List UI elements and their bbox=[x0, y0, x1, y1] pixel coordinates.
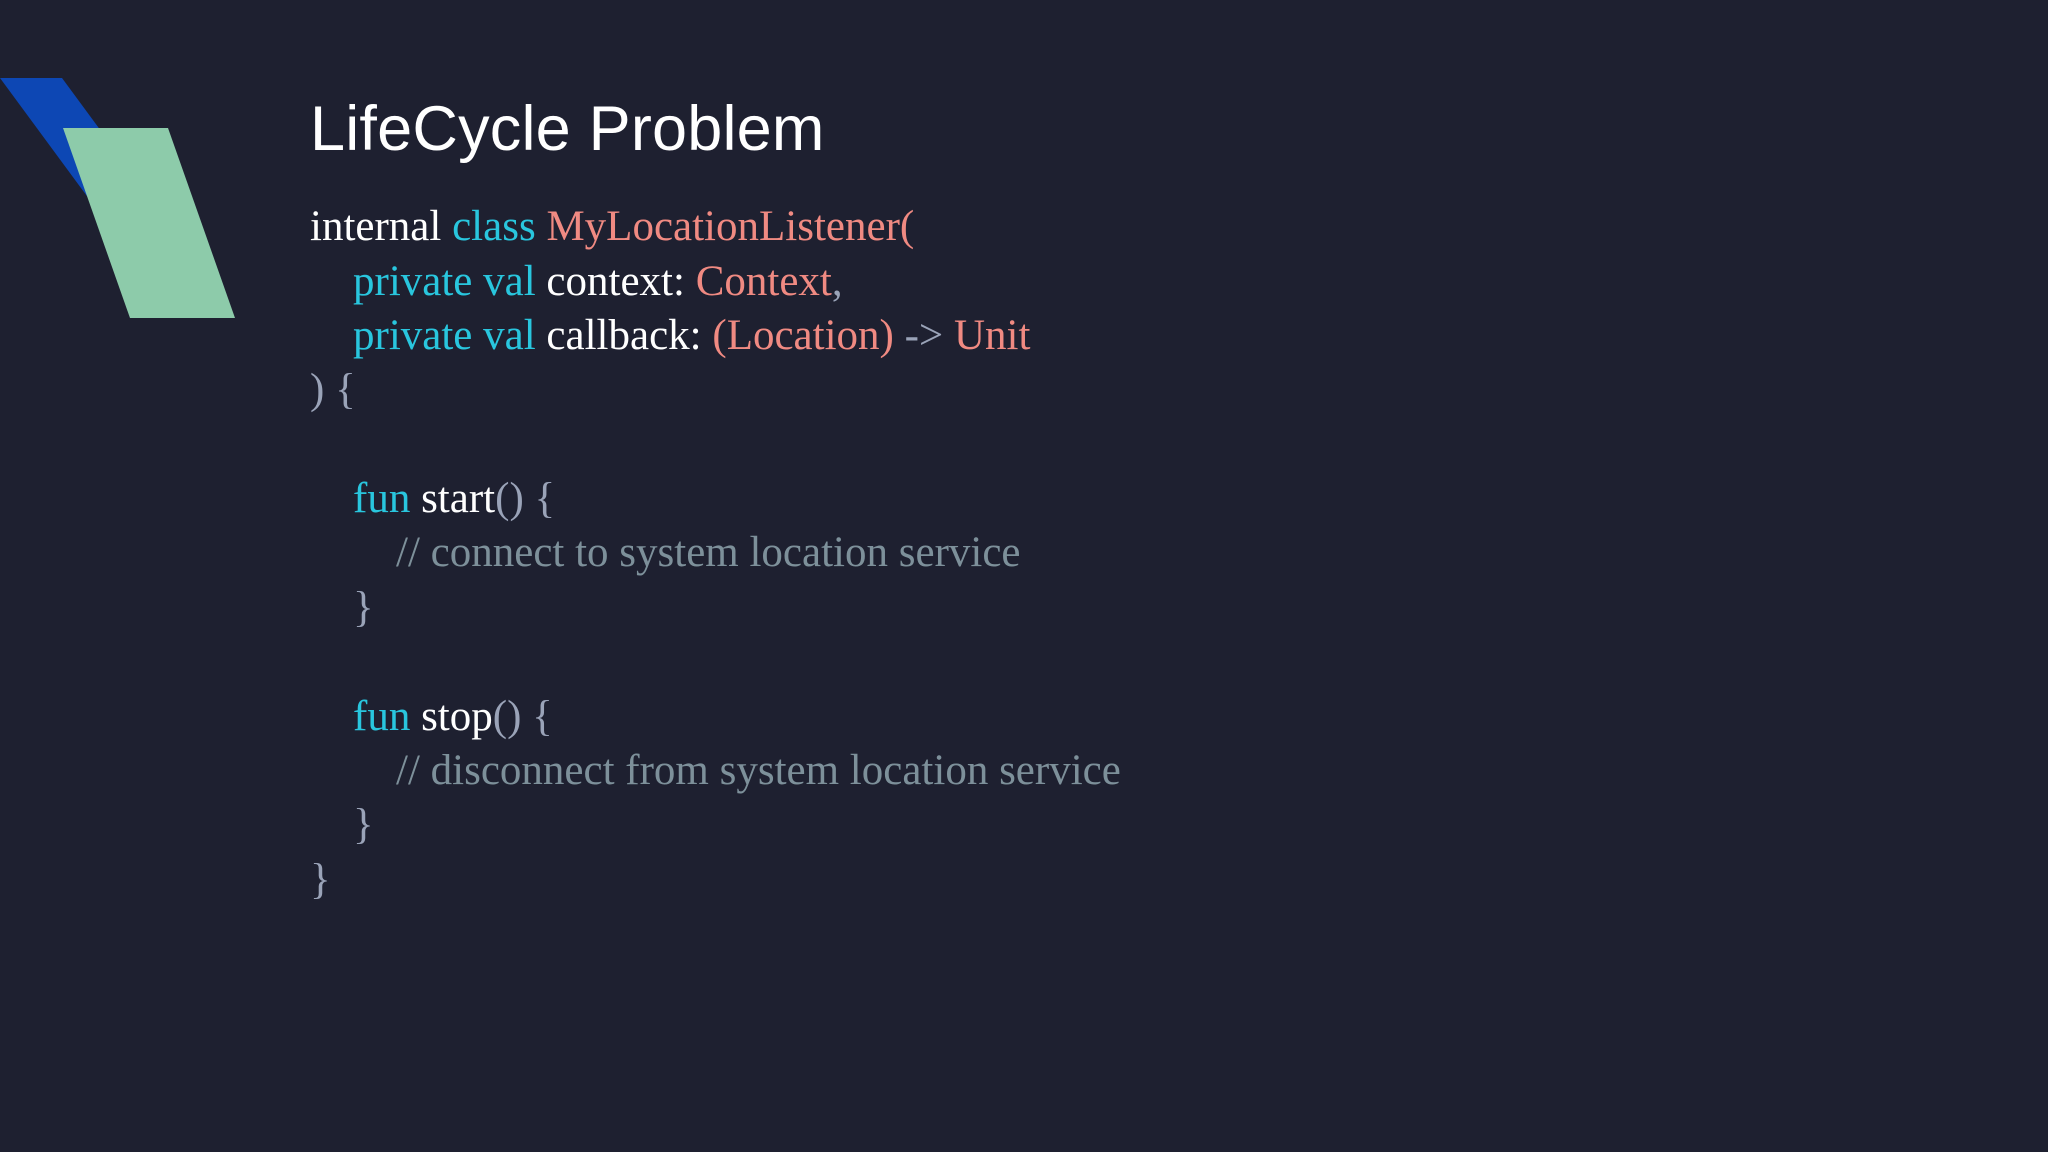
code-line: // disconnect from system location servi… bbox=[310, 744, 2008, 798]
code-line: internal class MyLocationListener( bbox=[310, 200, 2008, 254]
code-token-plain: : bbox=[673, 257, 696, 305]
code-indent bbox=[310, 747, 396, 794]
code-token-type: Context bbox=[695, 257, 832, 305]
code-token-punct: ) { bbox=[310, 366, 356, 414]
code-indent bbox=[310, 475, 353, 522]
code-token-punct: () { bbox=[495, 475, 556, 523]
code-token-comment: // disconnect from system location servi… bbox=[396, 747, 1121, 795]
code-token-type: Unit bbox=[953, 311, 1031, 359]
code-token-keyword: private val bbox=[353, 311, 547, 359]
code-token-plain: internal bbox=[310, 203, 453, 251]
code-token-plain: callback bbox=[546, 311, 690, 359]
logo-mark bbox=[0, 78, 235, 318]
code-line: } bbox=[310, 853, 2008, 907]
code-indent bbox=[310, 584, 353, 631]
logo-green-parallelogram bbox=[63, 128, 235, 318]
code-line: private val context: Context, bbox=[310, 255, 2008, 309]
code-token-type: (Location) bbox=[712, 311, 894, 359]
code-line: fun start() { bbox=[310, 472, 2008, 526]
code-token-punct: , bbox=[831, 257, 843, 305]
code-line: } bbox=[310, 581, 2008, 635]
code-token-keyword: fun bbox=[353, 475, 422, 523]
code-line bbox=[310, 635, 2008, 689]
code-indent bbox=[310, 801, 353, 848]
code-line: fun stop() { bbox=[310, 690, 2008, 744]
slide-title: LifeCycle Problem bbox=[310, 94, 825, 164]
code-line: } bbox=[310, 798, 2008, 852]
code-token-punct: } bbox=[353, 583, 374, 631]
code-indent bbox=[310, 258, 353, 305]
slide-content: LifeCycle Problem internal class MyLocat… bbox=[310, 96, 2008, 1152]
code-token-plain: start bbox=[421, 475, 496, 523]
code-token-keyword: private val bbox=[353, 257, 547, 305]
code-line: private val callback: (Location) -> Unit bbox=[310, 309, 2008, 363]
code-token-plain: context bbox=[546, 257, 673, 305]
code-token-punct: -> bbox=[893, 311, 954, 359]
code-line: ) { bbox=[310, 363, 2008, 417]
code-token-punct: } bbox=[310, 855, 331, 903]
code-token-plain: stop bbox=[421, 692, 493, 740]
code-token-comment: // connect to system location service bbox=[396, 529, 1021, 577]
code-token-keyword: class bbox=[452, 203, 547, 251]
code-token-punct: () { bbox=[492, 692, 553, 740]
code-token-punct: } bbox=[353, 801, 374, 849]
code-token-keyword: fun bbox=[353, 692, 422, 740]
code-block: internal class MyLocationListener( priva… bbox=[310, 200, 2008, 907]
code-indent bbox=[310, 312, 353, 359]
code-line bbox=[310, 418, 2008, 472]
code-line: // connect to system location service bbox=[310, 526, 2008, 580]
code-token-type: MyLocationListener( bbox=[546, 203, 915, 251]
code-indent bbox=[310, 693, 353, 740]
code-indent bbox=[310, 529, 396, 576]
code-token-plain: : bbox=[689, 311, 713, 359]
logo-blue-parallelogram bbox=[0, 78, 196, 260]
